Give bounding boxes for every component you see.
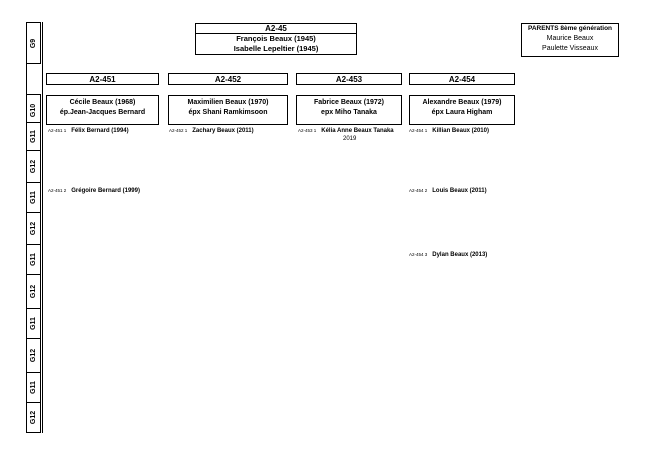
generation-label: G9: [26, 22, 41, 64]
generation-label: G11: [26, 122, 41, 151]
branch-couple: Cécile Beaux (1968) ép.Jean-Jacques Bern…: [46, 95, 159, 125]
generation-label: G12: [26, 402, 41, 433]
parents-box: PARENTS 8ème génération Maurice Beaux Pa…: [521, 23, 619, 57]
generation-label: G12: [26, 338, 41, 373]
child-birth-year: 2019: [343, 136, 357, 142]
generation-label: G11: [26, 308, 41, 339]
generation-label: G11: [26, 244, 41, 275]
branch-couple: Maximilien Beaux (1970) épx Shani Ramkim…: [168, 95, 288, 125]
branch-couple: Fabrice Beaux (1972) epx Miho Tanaka: [296, 95, 402, 125]
generation-label: G12: [26, 274, 41, 309]
branch-header: A2-451: [46, 73, 159, 85]
generation-label: G12: [26, 150, 41, 183]
branch-couple: Alexandre Beaux (1979) épx Laura Higham: [409, 95, 515, 125]
branch-header: A2-454: [409, 73, 515, 85]
generation-label: G12: [26, 212, 41, 245]
generation-label: G11: [26, 182, 41, 213]
generation-strip: G9 G10 G11 G12 G11 G12 G11 G12 G11 G12 G…: [26, 22, 43, 433]
root-couple: François Beaux (1945) Isabelle Lepeltier…: [195, 33, 357, 55]
branch-header: A2-452: [168, 73, 288, 85]
generation-label: G11: [26, 372, 41, 403]
branch-header: A2-453: [296, 73, 402, 85]
